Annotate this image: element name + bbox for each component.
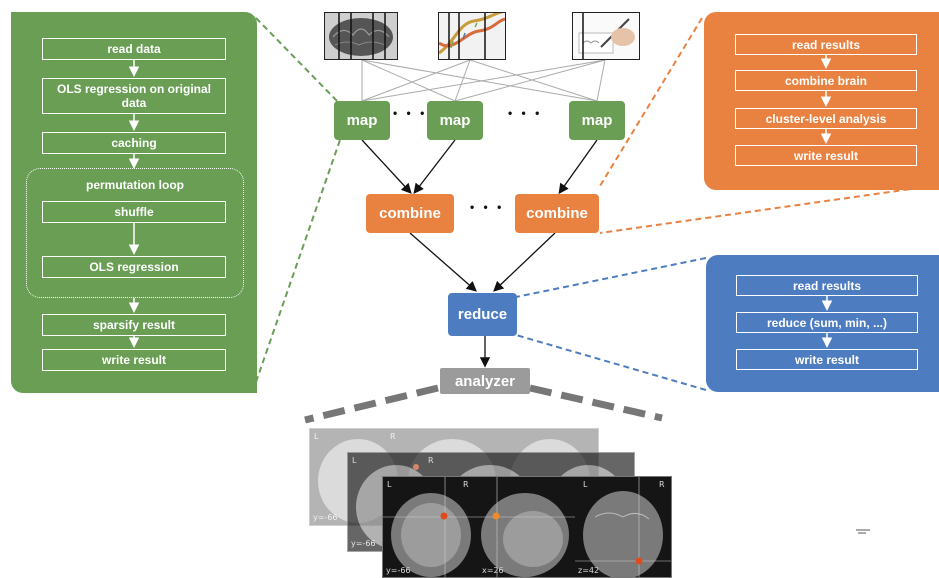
map-node-label: map (346, 112, 378, 129)
scan-front-slices (383, 477, 671, 577)
scan-front-left-label-1: L (387, 480, 392, 489)
map-detail-arrows (128, 60, 140, 348)
map-node-2: map (427, 101, 483, 140)
scan-back-right-label: R (390, 432, 396, 441)
reduce-step-write-result: write result (736, 349, 918, 370)
map-node-3: map (569, 101, 625, 140)
scan-front-x-label: x=26 (482, 566, 504, 575)
scan-back-left-label: L (314, 432, 319, 441)
reduce-detail-panel: read results reduce (sum, min, ...) writ… (706, 255, 939, 392)
scan-middle-right-label: R (428, 456, 434, 465)
map-node-label: map (439, 112, 471, 129)
combine-step-combine-brain: combine brain (735, 70, 917, 91)
combine-node-label: combine (379, 205, 441, 222)
combine-detail-panel: read results combine brain cluster-level… (704, 12, 939, 190)
scan-middle-y-label: y=-66 (351, 539, 376, 548)
handwriting-image-thumbnail (572, 12, 640, 60)
map-step-read-data: read data (42, 38, 226, 60)
permutation-loop-label: permutation loop (86, 178, 184, 192)
combine-ellipsis: • • • (470, 200, 505, 214)
scan-front-y-label: y=-66 (386, 566, 411, 575)
scan-front-right-label-1: R (463, 480, 469, 489)
combine-node-label: combine (526, 205, 588, 222)
scan-middle-left-label: L (352, 456, 357, 465)
scan-back-y-label: y=-66 (313, 513, 338, 522)
reduce-node: reduce (448, 293, 517, 336)
combine-step-cluster-analysis: cluster-level analysis (735, 108, 917, 129)
combine-detail-arrows (820, 55, 832, 144)
map-combine-arrows (361, 139, 598, 368)
reduce-node-label: reduce (457, 306, 508, 323)
map-step-ols-regression: OLS regression on original data (42, 78, 226, 114)
scan-front-right-label-3: R (659, 480, 665, 489)
map-step-write-result: write result (42, 349, 226, 371)
brain-image-icon (329, 13, 393, 59)
map-ellipsis-1: • • • (393, 106, 428, 120)
reduce-step-reduce: reduce (sum, min, ...) (736, 312, 918, 333)
reduce-step-read-results: read results (736, 275, 918, 296)
scan-front-z-label: z=42 (578, 566, 600, 575)
combine-step-write-result: write result (735, 145, 917, 166)
map-step-sparsify-result: sparsify result (42, 314, 226, 336)
map-step-caching: caching (42, 132, 226, 154)
map-node-label: map (581, 112, 613, 129)
combine-step-read-results: read results (735, 34, 917, 55)
map-ellipsis-2: • • • (508, 106, 543, 120)
map-node-1: map (334, 101, 390, 140)
reduce-detail-arrows (821, 296, 833, 348)
loop-step-shuffle: shuffle (42, 201, 226, 223)
analyzer-node-label: analyzer (454, 372, 516, 390)
combine-node-1: combine (366, 194, 454, 233)
dna-helix-icon (439, 13, 505, 59)
brain-image-thumbnail (324, 12, 398, 60)
dna-image-thumbnail (438, 12, 506, 60)
scan-front: L R L R y=-66 x=26 z=42 (382, 476, 672, 578)
loop-step-ols-regression: OLS regression (42, 256, 226, 278)
combine-node-2: combine (515, 194, 599, 233)
scan-front-left-label-3: L (583, 480, 588, 489)
map-detail-panel: read data OLS regression on original dat… (11, 12, 257, 393)
input-map-links (361, 59, 606, 102)
analyzer-node: analyzer (440, 368, 530, 394)
hand-writing-icon (578, 13, 635, 59)
